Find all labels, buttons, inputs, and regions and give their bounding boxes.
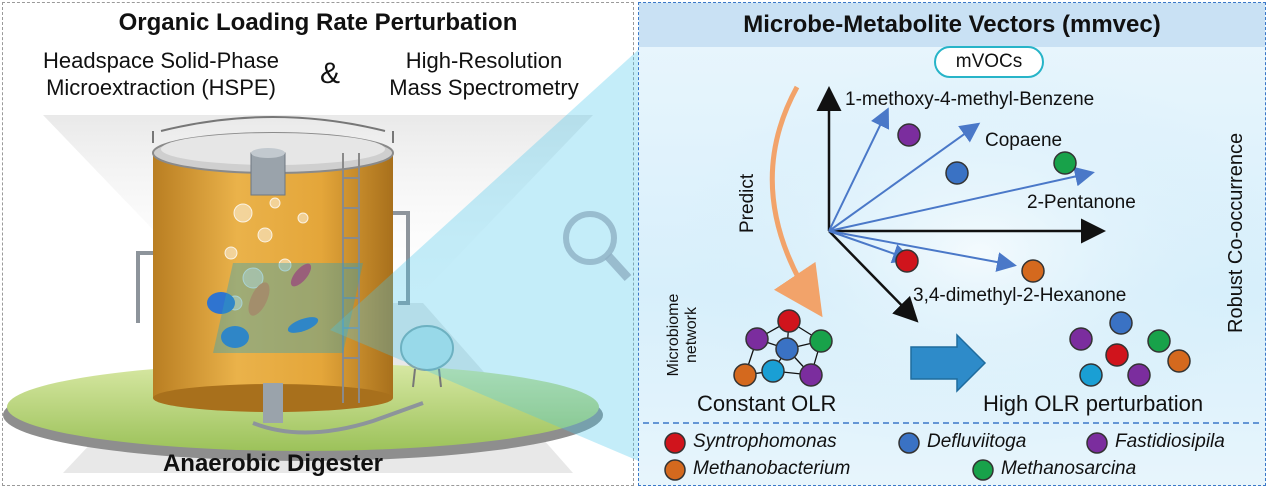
vector-2 [828, 122, 981, 232]
cluster-node [1105, 343, 1129, 367]
legend-swatches [664, 432, 1108, 481]
vector-4 [828, 230, 1017, 272]
legend-swatch [972, 459, 994, 481]
transition-arrow [910, 333, 987, 393]
network-node [761, 359, 785, 383]
right-panel: Microbe-Metabolite Vectors (mmvec) [638, 2, 1266, 486]
vector-5 [828, 230, 913, 264]
cluster-node [1069, 327, 1093, 351]
center-pipe [250, 152, 286, 196]
cluster-node [1079, 363, 1103, 387]
bubbles [224, 197, 309, 311]
method-left: Headspace Solid-Phase Microextraction (H… [11, 47, 311, 101]
cluster-node [1109, 311, 1133, 335]
network-node [733, 363, 757, 387]
vector-3 [828, 166, 1095, 232]
legend-swatch [898, 432, 920, 454]
network-node [777, 309, 801, 333]
legend-label-fastidiosipila: Fastidiosipila [1115, 431, 1225, 452]
vector-microbe [897, 123, 921, 147]
left-panel: Organic Loading Rate Perturbation Headsp… [2, 2, 634, 486]
digester-illustration [3, 115, 603, 473]
method-right: High-Resolution Mass Spectrometry [349, 47, 619, 101]
microbe-cells [207, 263, 319, 348]
method-left-line2: Microextraction (HSPE) [46, 75, 276, 100]
microbiome-line2: network [683, 306, 700, 364]
cluster-node [1167, 349, 1191, 373]
right-title: Microbe-Metabolite Vectors (mmvec) [743, 11, 1161, 38]
legend-label-syntrophomonas: Syntrophomonas [693, 431, 837, 452]
high-olr-label: High OLR perturbation [983, 391, 1204, 416]
vector-microbe [945, 161, 969, 185]
constant-olr-label: Constant OLR [697, 391, 837, 416]
vector-microbe [1021, 259, 1045, 283]
ladder [342, 153, 360, 403]
method-right-line2: Mass Spectrometry [389, 75, 579, 100]
legend-label-defluviitoga: Defluviitoga [927, 431, 1027, 452]
method-right-line1: High-Resolution [405, 48, 563, 73]
vector-label-hexanone: 3,4-dimethyl-2-Hexanone [913, 285, 1127, 306]
network-node [809, 329, 833, 353]
side-tank [400, 325, 454, 371]
microbiome-line1: Microbiome [665, 293, 682, 377]
predict-label: Predict [737, 173, 758, 233]
metabolite-vectors [828, 107, 1095, 272]
legend-swatch [1086, 432, 1108, 454]
mvocs-label: mVOCs [955, 51, 1023, 72]
vector-microbe [1053, 151, 1077, 175]
method-left-line1: Headspace Solid-Phase [42, 48, 280, 73]
mmvec-diagram [643, 46, 1265, 481]
constant-olr-network [733, 309, 833, 387]
high-olr-cluster [1069, 311, 1191, 387]
vector-1 [828, 107, 890, 232]
cluster-node [1147, 329, 1171, 353]
vector-microbes [895, 123, 1077, 283]
vector-label-benzene: 1-methoxy-4-methyl-Benzene [845, 89, 1095, 110]
axis-z [828, 230, 919, 323]
mvocs-pill [934, 46, 1044, 78]
ampersand: & [319, 57, 340, 90]
legend-swatch [664, 459, 686, 481]
microbiome-network-label: Microbiome network [665, 275, 701, 395]
legend-label-methanobacterium: Methanobacterium [693, 458, 851, 479]
vector-label-copaene: Copaene [985, 130, 1063, 151]
vector-label-pentanone: 2-Pentanone [1027, 192, 1136, 213]
robust-cooccurrence-label: Robust Co-occurrence [1225, 132, 1247, 333]
digester-label: Anaerobic Digester [162, 450, 384, 477]
legend-label-methanosarcina: Methanosarcina [1001, 458, 1137, 479]
network-node [775, 337, 799, 361]
left-title: Organic Loading Rate Perturbation [118, 9, 518, 36]
vector-microbe [895, 249, 919, 273]
cluster-node [1127, 363, 1151, 387]
network-node [745, 327, 769, 351]
right-title-bar [639, 3, 1265, 47]
predict-arrow [769, 85, 823, 318]
legend-swatch [664, 432, 686, 454]
network-node [799, 363, 823, 387]
